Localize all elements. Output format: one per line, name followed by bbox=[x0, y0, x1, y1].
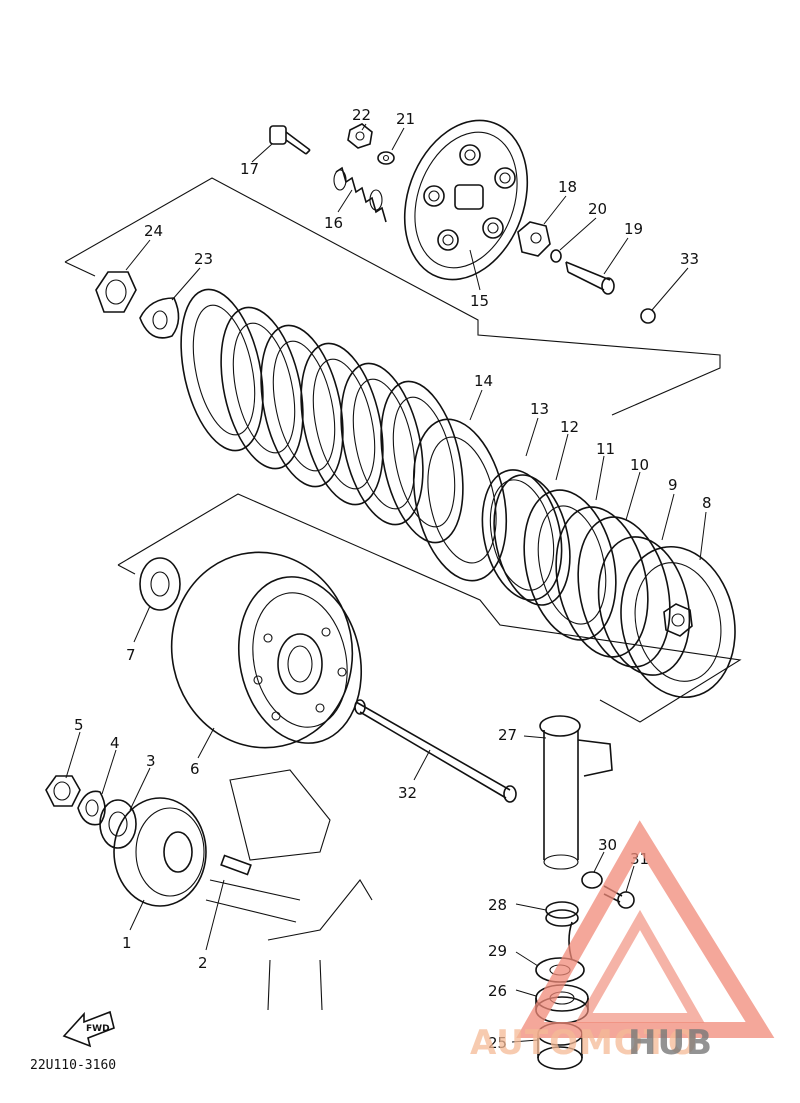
lower-assembly-outline bbox=[117, 493, 742, 723]
label-21: 21 bbox=[396, 110, 415, 128]
label-20: 20 bbox=[588, 200, 607, 218]
lock-washer-primary bbox=[77, 790, 106, 826]
label-28: 28 bbox=[488, 896, 507, 914]
label-3: 3 bbox=[146, 752, 156, 770]
label-13: 13 bbox=[530, 400, 549, 418]
label-30: 30 bbox=[598, 836, 617, 854]
watermark-text-dark: HUB bbox=[628, 1023, 713, 1063]
boss-nut bbox=[95, 271, 137, 313]
label-12: 12 bbox=[560, 418, 579, 436]
washer-small bbox=[377, 151, 395, 165]
conical-washer bbox=[99, 799, 137, 849]
label-4: 4 bbox=[110, 734, 120, 752]
label-29: 29 bbox=[488, 942, 507, 960]
upper-assembly-outline bbox=[64, 177, 721, 416]
primary-nut bbox=[45, 775, 81, 807]
label-10: 10 bbox=[630, 456, 649, 474]
label-2: 2 bbox=[198, 954, 208, 972]
clutch-plate bbox=[523, 489, 617, 641]
label-25: 25 bbox=[488, 1034, 507, 1052]
clutch-boss bbox=[597, 536, 736, 699]
locknut bbox=[517, 221, 551, 257]
washer-lever bbox=[581, 871, 603, 889]
label-22: 22 bbox=[352, 106, 371, 124]
fwd-arrow-icon: FWD bbox=[62, 1010, 115, 1048]
label-19: 19 bbox=[624, 220, 643, 238]
circlip bbox=[493, 474, 571, 606]
label-11: 11 bbox=[596, 440, 615, 458]
clutch-spring bbox=[333, 166, 387, 223]
label-17: 17 bbox=[240, 160, 259, 178]
label-33: 33 bbox=[680, 250, 699, 268]
bolt bbox=[269, 125, 311, 155]
label-18: 18 bbox=[558, 178, 577, 196]
label-8: 8 bbox=[702, 494, 712, 512]
label-15: 15 bbox=[470, 292, 489, 310]
nut-small bbox=[347, 123, 373, 149]
push-rod bbox=[354, 699, 517, 803]
part-labels: 1 2 3 4 5 6 7 8 9 10 11 12 13 14 15 16 1… bbox=[74, 106, 712, 1052]
lock-washer bbox=[139, 297, 180, 339]
fwd-label: FWD bbox=[86, 1024, 110, 1034]
plate-stack bbox=[180, 288, 508, 582]
label-6: 6 bbox=[190, 760, 200, 778]
label-27: 27 bbox=[498, 726, 517, 744]
pressure-plate bbox=[403, 119, 529, 281]
seat-plate bbox=[555, 506, 649, 658]
label-16: 16 bbox=[324, 214, 343, 232]
label-1: 1 bbox=[122, 934, 132, 952]
push-lever-shaft bbox=[539, 715, 613, 870]
woodruff-key bbox=[220, 854, 252, 876]
label-14: 14 bbox=[474, 372, 493, 390]
o-ring bbox=[550, 249, 562, 263]
clutch-housing bbox=[170, 551, 363, 749]
crankshaft bbox=[205, 769, 373, 1011]
primary-drive-gear bbox=[113, 797, 207, 907]
steel-ball bbox=[640, 308, 656, 324]
label-26: 26 bbox=[488, 982, 507, 1000]
watermark-text-accent: AUTOMOTO bbox=[470, 1023, 698, 1063]
watermark-logo bbox=[516, 820, 775, 1038]
leader-lines bbox=[65, 123, 707, 1043]
wire-ring bbox=[577, 516, 671, 668]
label-5: 5 bbox=[74, 716, 84, 734]
label-7: 7 bbox=[126, 646, 136, 664]
label-32: 32 bbox=[398, 784, 417, 802]
adjusting-screw bbox=[565, 261, 615, 295]
drawing-code: 22U110-3160 bbox=[30, 1058, 117, 1073]
label-23: 23 bbox=[194, 250, 213, 268]
label-24: 24 bbox=[144, 222, 163, 240]
thrust-washer bbox=[139, 557, 181, 611]
label-9: 9 bbox=[668, 476, 678, 494]
